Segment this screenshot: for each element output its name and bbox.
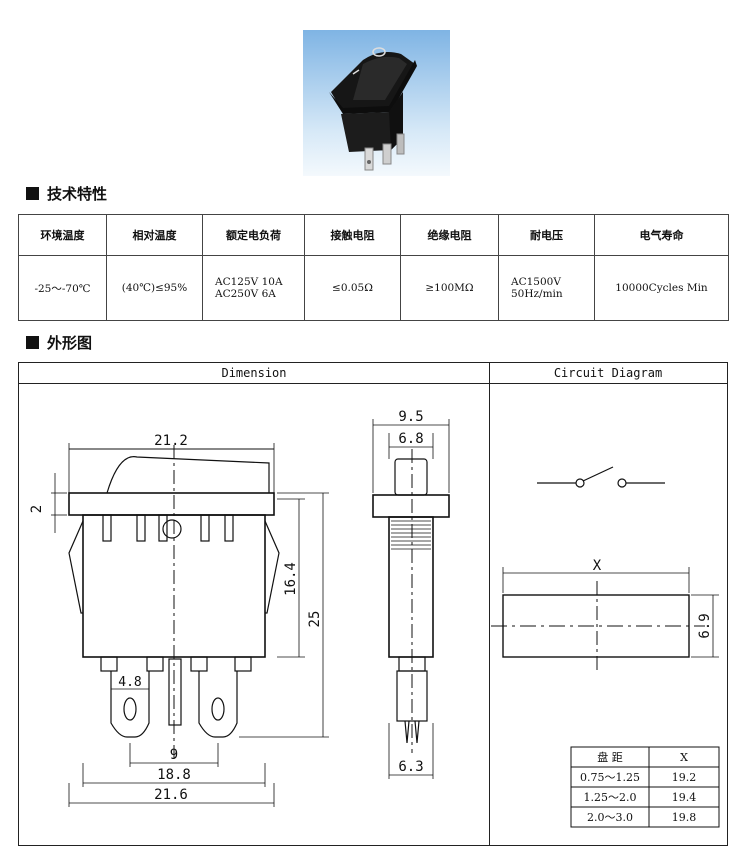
circuit-column-header: Circuit Diagram bbox=[489, 363, 727, 384]
panel-table-cell: 1.25～2.0 bbox=[584, 791, 637, 804]
spec-header-cell: 绝缘电阻 bbox=[400, 214, 499, 256]
dim-side-base-width: 6.3 bbox=[398, 759, 423, 775]
circuit-symbol bbox=[537, 466, 665, 488]
spec-value-row: -25～-70℃ (40℃)≤95% AC125V 10A AC250V 6A … bbox=[18, 255, 729, 321]
specs-title: 技术特性 bbox=[47, 185, 108, 203]
spec-value-cell: (40℃)≤95% bbox=[106, 255, 203, 321]
dimension-svg: 21.2 2 16.4 25 4.8 9 18.8 bbox=[29, 409, 720, 828]
spec-value-cell: ≥100MΩ bbox=[400, 255, 499, 321]
side-ribs bbox=[391, 520, 431, 550]
panel-table-cell: 19.4 bbox=[672, 791, 697, 804]
spec-value-cell: ≤0.05Ω bbox=[304, 255, 401, 321]
square-bullet-icon bbox=[26, 187, 39, 200]
spec-header-cell: 环境温度 bbox=[18, 214, 107, 256]
dim-flange: 2 bbox=[29, 505, 45, 513]
spec-header-cell: 接触电阻 bbox=[304, 214, 401, 256]
dimension-title: 外形图 bbox=[47, 334, 93, 352]
cutout-height-label: 6.9 bbox=[697, 613, 713, 638]
spec-header-row: 环境温度 相对温度 额定电负荷 接触电阻 绝缘电阻 耐电压 电气寿命 bbox=[18, 214, 729, 256]
panel-table: 盘 距 X 0.75～1.25 19.2 1.25～2.0 19.4 2.0～3… bbox=[570, 746, 720, 828]
dim-side-rocker-width: 6.8 bbox=[398, 431, 423, 447]
panel-table-cell: 2.0～3.0 bbox=[587, 811, 633, 824]
dim-top-width: 21.2 bbox=[154, 433, 188, 449]
front-view: 21.2 2 16.4 25 4.8 9 18.8 bbox=[29, 433, 329, 807]
spec-header-cell: 电气寿命 bbox=[594, 214, 729, 256]
dim-terminal-width: 4.8 bbox=[118, 675, 141, 690]
square-bullet-icon bbox=[26, 336, 39, 349]
dim-base-width: 21.6 bbox=[154, 787, 188, 803]
dim-terminal-pitch: 9 bbox=[170, 747, 178, 763]
drawing-frame: Dimension Circuit Diagram bbox=[18, 362, 728, 846]
spec-table: 环境温度 相对温度 额定电负荷 接触电阻 绝缘电阻 耐电压 电气寿命 -25～-… bbox=[18, 214, 729, 321]
column-divider bbox=[489, 363, 490, 845]
spec-value-cell: 10000Cycles Min bbox=[594, 255, 729, 321]
panel-table-cell: 19.2 bbox=[672, 771, 697, 784]
panel-table-header: X bbox=[680, 751, 688, 764]
spec-value-cell: AC125V 10A AC250V 6A bbox=[202, 255, 305, 321]
dim-terminal-span: 18.8 bbox=[157, 767, 191, 783]
panel-table-cell: 0.75～1.25 bbox=[580, 771, 640, 784]
cutout-width-label: X bbox=[593, 558, 602, 574]
dim-total-height: 25 bbox=[307, 611, 323, 628]
side-view: 9.5 6.8 6.3 bbox=[372, 409, 450, 779]
panel-table-header: 盘 距 bbox=[597, 750, 623, 764]
product-photo bbox=[303, 30, 450, 176]
panel-cutout: X 6.9 bbox=[491, 558, 719, 671]
dim-body-height: 16.4 bbox=[283, 562, 299, 596]
rocker-switch-image bbox=[329, 47, 417, 171]
spec-header-cell: 额定电负荷 bbox=[202, 214, 305, 256]
panel-table-cell: 19.8 bbox=[672, 811, 697, 824]
specs-section-heading: 技术特性 bbox=[26, 183, 107, 204]
spec-value-cell: AC1500V 50Hz/min bbox=[498, 255, 595, 321]
spec-header-cell: 相对温度 bbox=[106, 214, 203, 256]
dim-side-flange-width: 9.5 bbox=[398, 409, 423, 425]
dimension-section-heading: 外形图 bbox=[26, 332, 92, 353]
spec-header-cell: 耐电压 bbox=[498, 214, 595, 256]
spec-value-cell: -25～-70℃ bbox=[18, 255, 107, 321]
